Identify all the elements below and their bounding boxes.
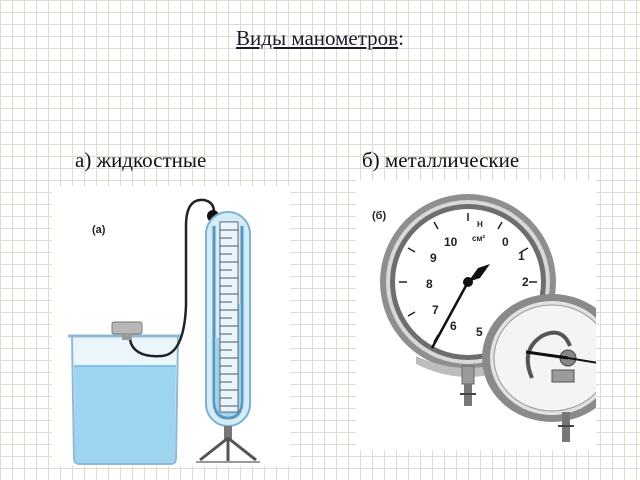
metal-manometer-figure: (б) Н см² 10 0 1 2 9 8 7 6 5 — [356, 180, 596, 450]
figure-label-b: (б) — [372, 210, 387, 222]
membrane-cap-icon — [111, 321, 143, 340]
dial-unit-top: Н — [477, 220, 483, 229]
tripod-stand-icon — [196, 426, 260, 463]
dial-number: 0 — [502, 235, 509, 249]
u-tube-manometer-icon — [205, 211, 251, 427]
slide-title-colon: : — [398, 26, 404, 50]
dial-number: 10 — [444, 235, 458, 249]
dial-number: 7 — [432, 303, 439, 317]
subtitle-metal: б) металлические — [362, 148, 520, 172]
dial-number: 6 — [450, 319, 457, 333]
figure-label-a: (а) — [92, 224, 106, 236]
dial-number: 2 — [522, 275, 529, 289]
connecting-hose-icon — [128, 198, 216, 358]
slide-title-text: Виды манометров — [236, 26, 399, 50]
subtitle-liquid: а) жидкостные — [75, 148, 207, 172]
gauge-mechanism-icon — [482, 294, 596, 442]
beaker-icon — [68, 334, 182, 465]
metal-manometer-svg — [380, 194, 596, 442]
dial-number: 8 — [426, 277, 433, 291]
dial-number: 1 — [518, 249, 525, 263]
liquid-manometer-svg — [68, 198, 260, 465]
dial-unit-bottom: см² — [472, 234, 486, 243]
slide-title: Виды манометров: — [0, 26, 640, 51]
dial-number: 5 — [476, 325, 483, 339]
dial-number: 9 — [430, 251, 437, 265]
liquid-manometer-figure: (а) — [52, 186, 290, 466]
